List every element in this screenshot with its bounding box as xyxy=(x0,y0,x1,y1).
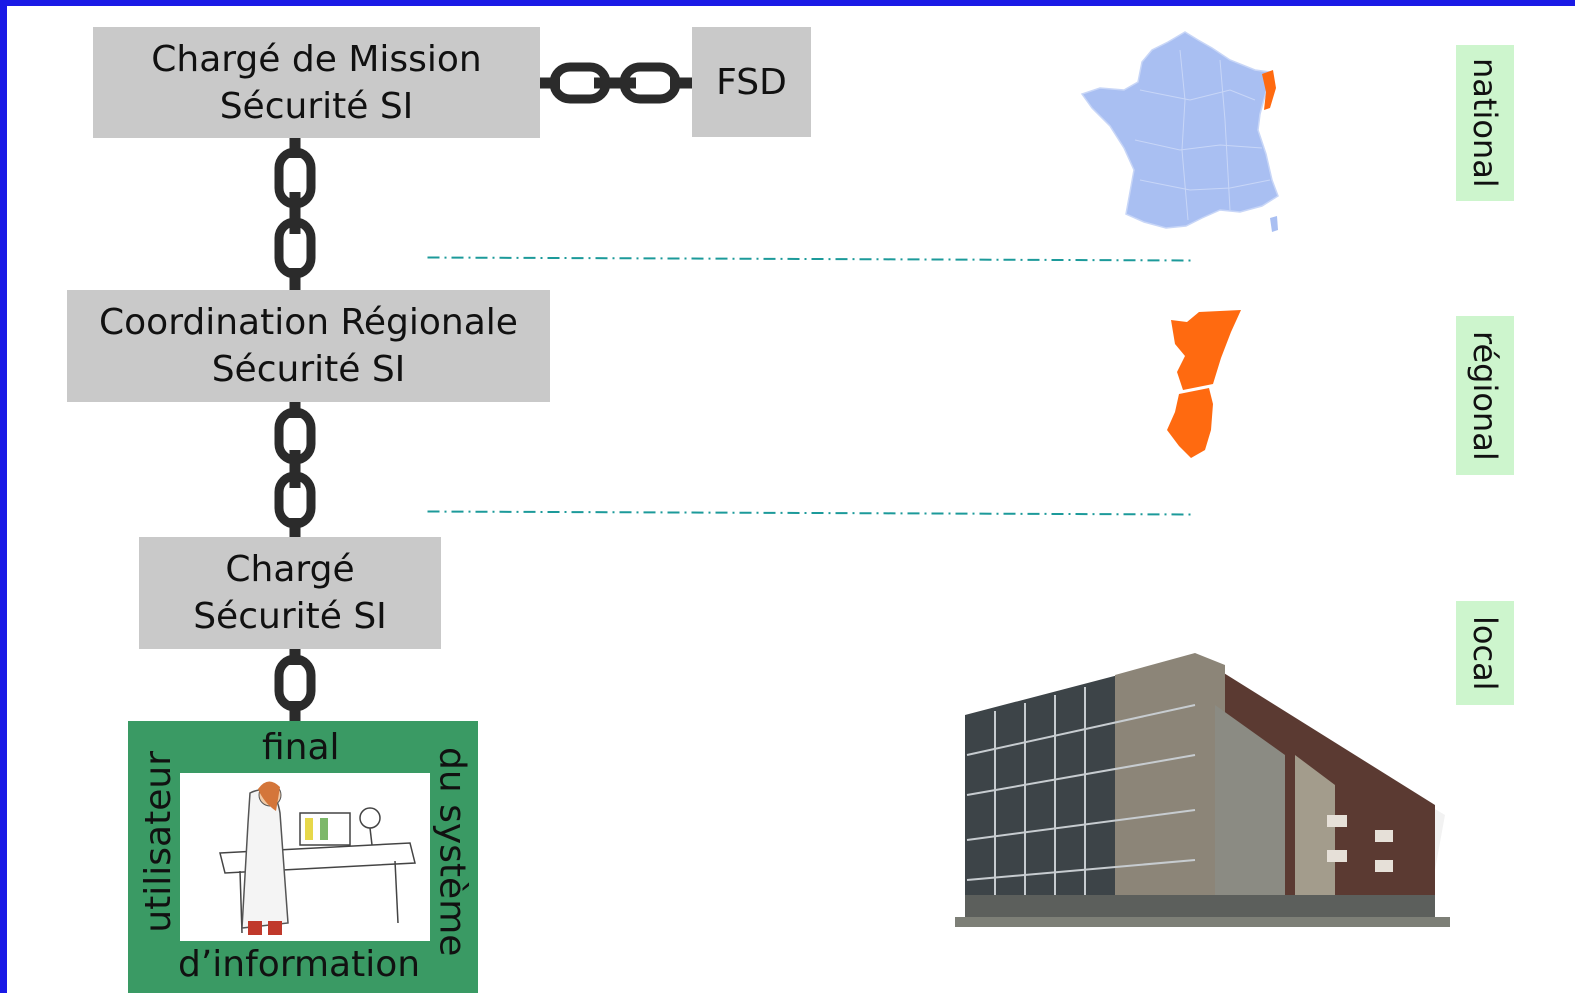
box-coordination-regionale-line2: Sécurité SI xyxy=(211,349,406,390)
box-charge-de-mission-line2: Sécurité SI xyxy=(219,85,414,127)
chain-link-icon xyxy=(274,138,316,290)
level-tag-regional-text: régional xyxy=(1466,330,1504,461)
box-fsd: FSD xyxy=(692,27,811,137)
level-tag-local-text: local xyxy=(1466,615,1504,691)
box-charge-securite-line1: Chargé xyxy=(225,549,355,590)
end-user-label-left: utilisateur xyxy=(136,742,180,942)
building-photo xyxy=(955,653,1450,927)
end-user-label-right-text: du système xyxy=(431,747,473,957)
box-fsd-label: FSD xyxy=(716,61,787,103)
level-tag-local: local xyxy=(1456,601,1514,705)
chain-link-icon xyxy=(274,402,316,537)
end-user-label-top: final xyxy=(262,727,340,768)
box-charge-de-mission: Chargé de Mission Sécurité SI xyxy=(93,27,540,138)
chain-link-icon xyxy=(274,649,316,721)
box-coordination-regionale-line1: Coordination Régionale xyxy=(99,302,518,343)
level-tag-national-text: national xyxy=(1466,58,1504,188)
scientist-illustration xyxy=(180,773,430,941)
separator-national-regional xyxy=(427,256,1193,262)
level-tag-regional: régional xyxy=(1456,316,1514,475)
end-user-label-right: du système xyxy=(430,747,474,956)
box-charge-securite-line2: Sécurité SI xyxy=(193,596,387,637)
end-user-label-bottom: d’information xyxy=(178,944,421,985)
france-map xyxy=(1080,31,1279,232)
chain-link-icon xyxy=(540,62,692,104)
level-tag-national: national xyxy=(1456,45,1514,201)
alsace-map xyxy=(1167,310,1241,458)
box-charge-de-mission-line1: Chargé de Mission xyxy=(151,38,482,80)
end-user-label-left-text: utilisateur xyxy=(137,751,179,933)
box-charge-securite: Chargé Sécurité SI xyxy=(139,537,441,649)
box-coordination-regionale: Coordination Régionale Sécurité SI xyxy=(67,290,550,402)
separator-regional-local xyxy=(427,510,1193,516)
